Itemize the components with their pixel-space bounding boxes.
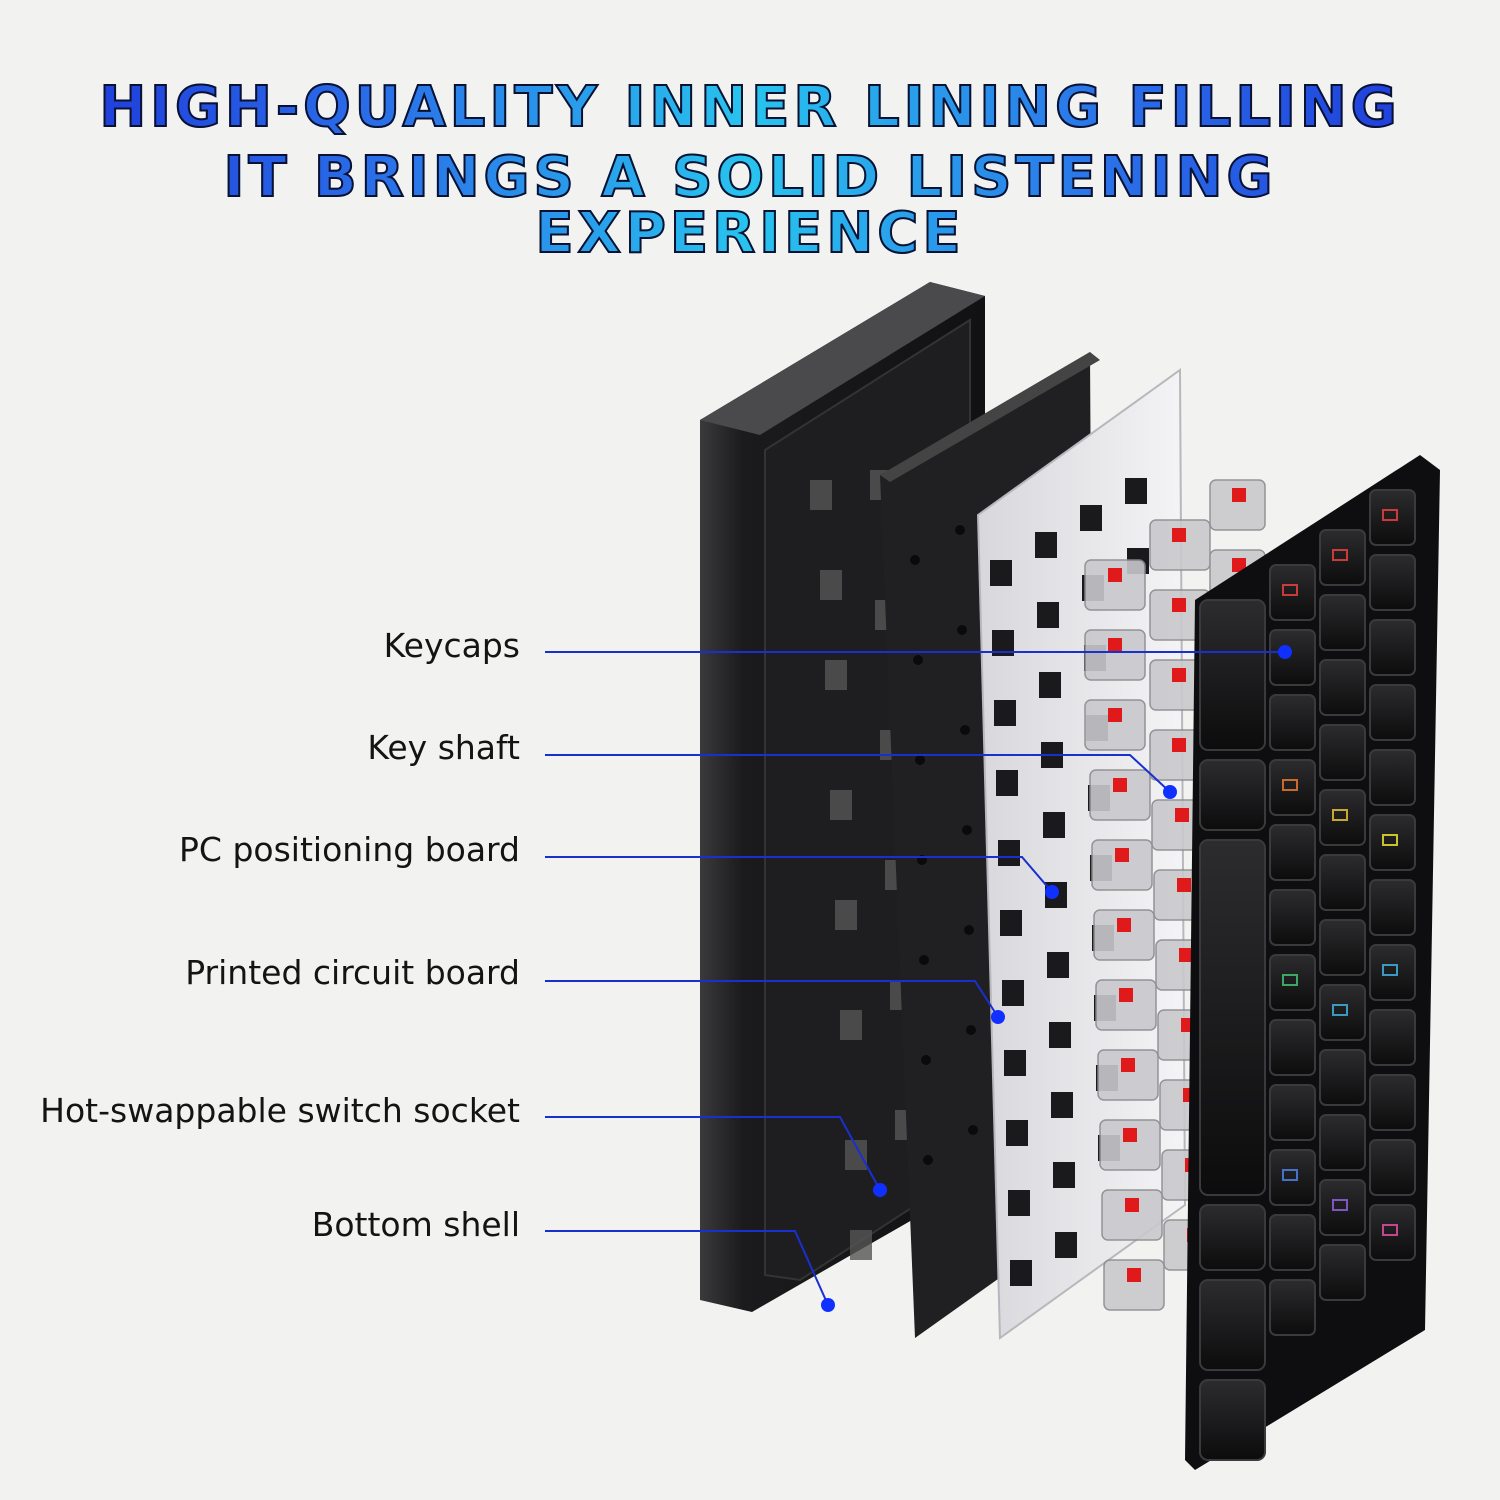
socket-dot xyxy=(873,1183,887,1197)
callout-label-hot-swappable-switch-socket: Hot-swappable switch socket xyxy=(40,1091,520,1130)
key-shaft-leader xyxy=(545,754,1171,793)
headline-line-2: IT BRINGS A SOLID LISTENING EXPERIENCE xyxy=(0,149,1500,263)
bottom-shell-leader xyxy=(545,1230,829,1306)
callout-lines xyxy=(545,651,1285,1306)
socket-leader xyxy=(545,1116,881,1191)
pc-board-leader xyxy=(545,856,1053,893)
pcb-leader xyxy=(545,980,999,1018)
callout-label-pc-positioning-board: PC positioning board xyxy=(179,830,520,869)
callout-dots xyxy=(821,645,1292,1312)
pc-board-dot xyxy=(1045,885,1059,899)
key-shaft-dot xyxy=(1163,785,1177,799)
callout-label-bottom-shell: Bottom shell xyxy=(311,1205,520,1244)
callout-label-key-shaft: Key shaft xyxy=(367,728,520,767)
keycaps-layer xyxy=(1185,455,1440,1470)
callout-label-printed-circuit-board: Printed circuit board xyxy=(185,953,520,992)
pcb-dot xyxy=(991,1010,1005,1024)
keycaps-dot xyxy=(1278,645,1292,659)
bottom-shell-dot xyxy=(821,1298,835,1312)
callout-label-keycaps: Keycaps xyxy=(383,626,520,665)
headline-line-1: HIGH-QUALITY INNER LINING FILLING xyxy=(0,79,1500,137)
